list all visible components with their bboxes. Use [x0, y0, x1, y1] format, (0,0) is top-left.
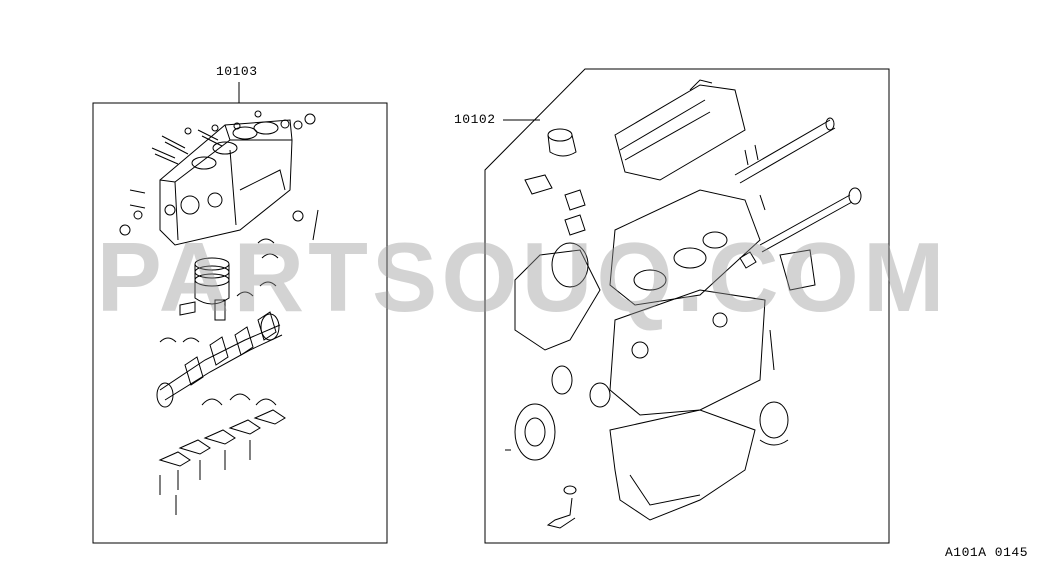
oil-filter[interactable]: [547, 128, 577, 157]
cylinder-head[interactable]: [609, 189, 761, 306]
camshaft[interactable]: [734, 117, 836, 211]
oil-pan[interactable]: [609, 409, 756, 521]
rear-oil-seal: [759, 401, 789, 446]
timing-belt-cover[interactable]: [514, 242, 601, 351]
page-code: A101A 0145: [945, 545, 1029, 560]
main-bearings: [159, 238, 279, 343]
bearing-caps: [158, 393, 286, 515]
head-bolts: [119, 110, 319, 241]
piston[interactable]: [179, 257, 230, 321]
engine-assembly-frame: [484, 68, 890, 544]
engine-block[interactable]: [609, 289, 766, 416]
short-block-frame: [92, 102, 388, 544]
part-number-engine-assembly: 10102: [454, 112, 496, 127]
crankshaft-pulley[interactable]: [514, 365, 611, 461]
cylinder-block[interactable]: [159, 119, 293, 246]
part-number-short-block: 10103: [216, 64, 258, 79]
rocker-cover[interactable]: [614, 79, 746, 181]
distributor[interactable]: [759, 187, 862, 253]
crankshaft[interactable]: [156, 311, 283, 408]
oil-strainer: [546, 485, 577, 529]
small-components: [505, 174, 816, 451]
